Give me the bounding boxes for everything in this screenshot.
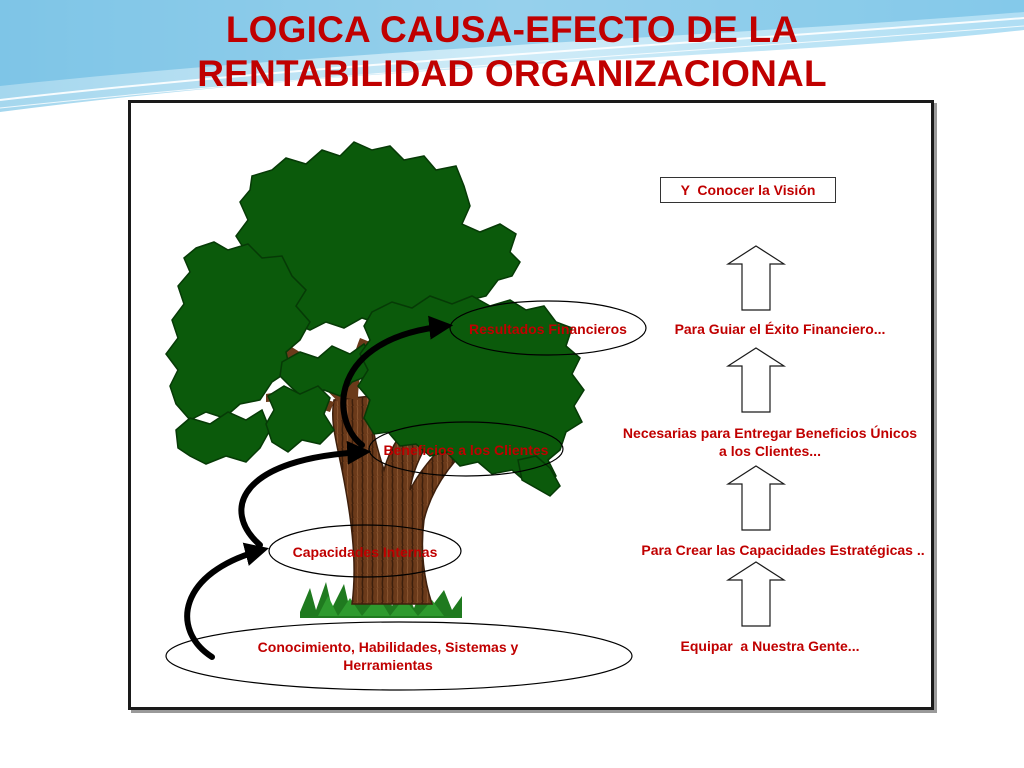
- ellipse-capacidades: [268, 524, 462, 578]
- up-arrow-1: [725, 245, 787, 311]
- title-line-1: LOGICA CAUSA-EFECTO DE LA: [225, 9, 799, 50]
- label-resultados-financieros: Resultados Financieros: [469, 321, 627, 337]
- curved-arrow-3: [340, 315, 454, 448]
- tree-foliage: [165, 141, 585, 497]
- up-arrow-4: [725, 561, 787, 627]
- up-arrow-2: [725, 347, 787, 413]
- label-conocer-vision: Y Conocer la Visión: [680, 182, 816, 198]
- label-crear-capacidades: Para Crear las Capacidades Estratégicas …: [641, 542, 925, 558]
- label-necesarias: Necesarias para Entregar Beneficios Únic…: [622, 425, 918, 459]
- up-arrow-3: [725, 465, 787, 531]
- label-conocimiento: Conocimiento, Habilidades, Sistemas y He…: [257, 639, 519, 673]
- vision-box: [660, 177, 836, 203]
- ellipse-base: [165, 621, 633, 691]
- label-beneficios-clientes: Beneficios a los Clientes: [383, 442, 549, 458]
- background-swoosh: [0, 0, 1024, 112]
- label-equipar-gente: Equipar a Nuestra Gente...: [680, 638, 860, 654]
- label-guiar-exito: Para Guiar el Éxito Financiero...: [674, 321, 886, 337]
- title-line-2: RENTABILIDAD ORGANIZACIONAL: [197, 53, 827, 94]
- label-capacidades-internas: Capacidades Internas: [292, 544, 438, 560]
- curved-arrow-2: [238, 440, 372, 548]
- page-title: LOGICA CAUSA-EFECTO DE LA RENTABILIDAD O…: [0, 8, 1024, 96]
- curved-arrow-1: [184, 542, 269, 660]
